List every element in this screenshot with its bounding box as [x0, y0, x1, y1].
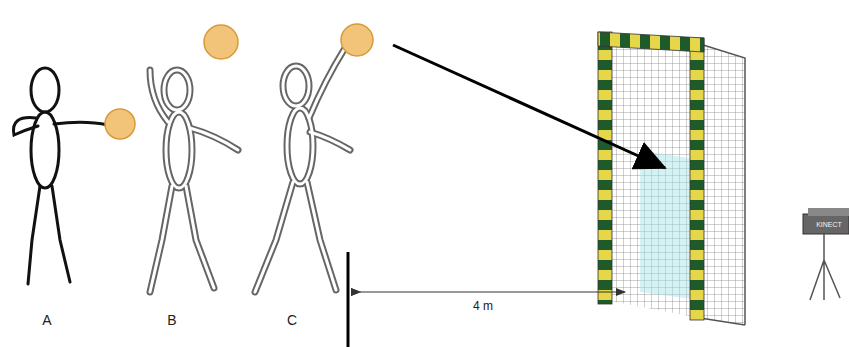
crossbar: [598, 32, 704, 52]
dimension-label: 4 m: [473, 300, 493, 312]
player-label: A: [42, 313, 51, 327]
kinect-camera: [803, 208, 849, 300]
throw-arrow: [393, 45, 665, 168]
camera-label: KINECT: [816, 221, 842, 228]
player-label: C: [287, 313, 297, 327]
goal-net: [605, 38, 745, 325]
throw-line: [347, 252, 350, 347]
dimension-line: [360, 292, 625, 293]
player-a: [13, 68, 108, 284]
player-label: B: [167, 313, 176, 327]
player-b: [150, 70, 238, 292]
goal-post: [598, 32, 612, 304]
player-c: [255, 48, 350, 292]
goal-post: [690, 38, 704, 320]
ball: [105, 24, 373, 139]
